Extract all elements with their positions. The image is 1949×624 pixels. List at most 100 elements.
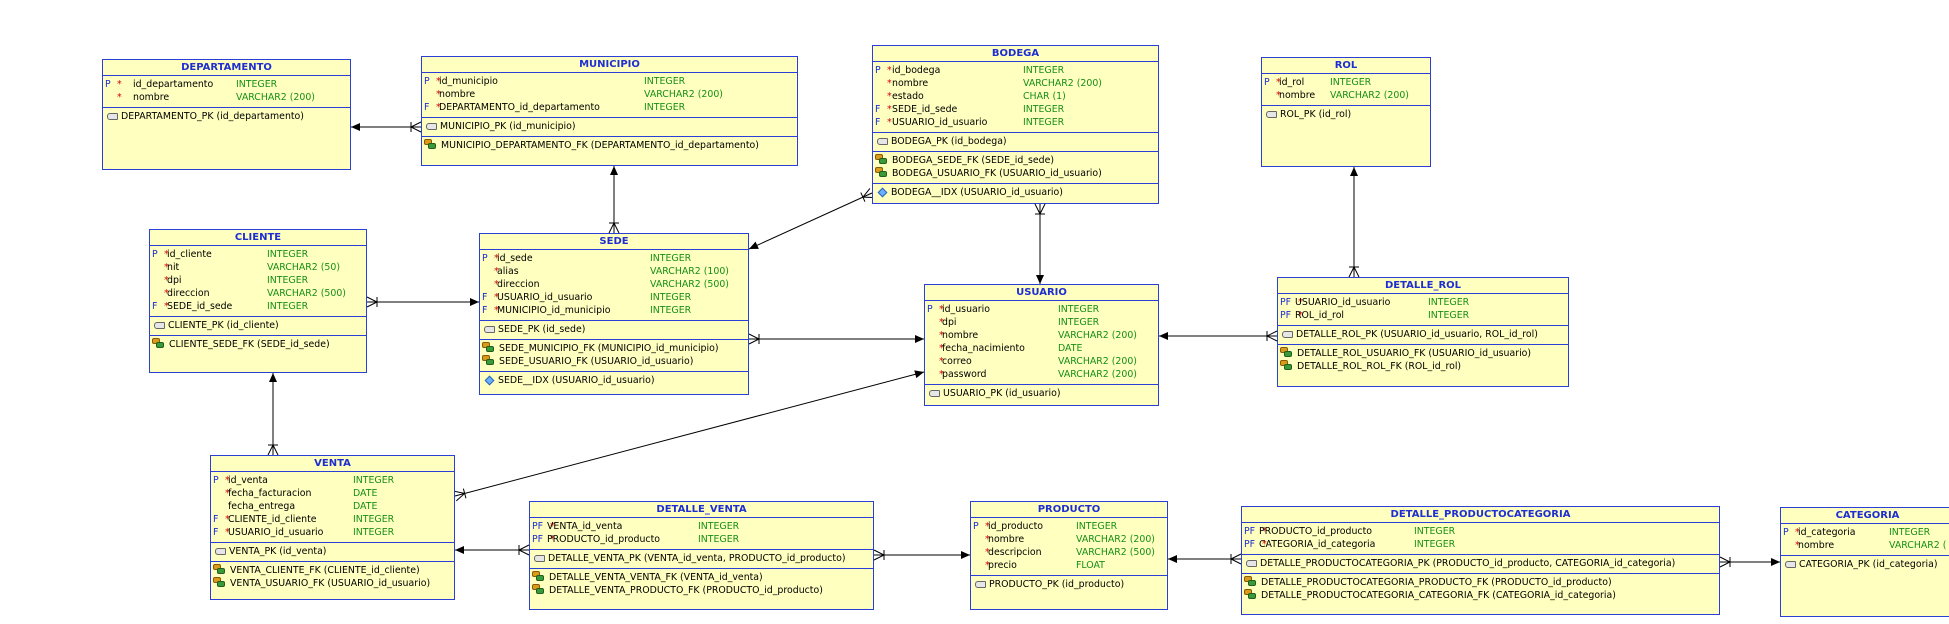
column-flag: P [105,79,111,90]
relationship-venta-to-usuario [453,370,925,502]
foreign-keys-section: DETALLE_PRODUCTOCATEGORIA_PRODUCTO_FK (P… [1242,574,1719,605]
crows-foot [1719,556,1732,568]
column-name: direccion [497,279,540,290]
relationship-bodega-to-sede [748,188,875,250]
index-text: BODEGA__IDX (USUARIO_id_usuario) [891,187,1063,198]
crows-foot [453,488,467,502]
table-title: USUARIO [925,285,1158,301]
column-name: USUARIO_id_usuario [228,527,324,538]
foreign-key-row: VENTA_CLIENTE_FK (CLIENTE_id_cliente) [211,564,454,577]
arrowhead [470,298,479,306]
column-name: nombre [1798,540,1835,551]
required-mark: * [225,475,230,486]
foreign-keys-section: DETALLE_ROL_USUARIO_FK (USUARIO_id_usuar… [1278,345,1568,376]
required-mark: * [436,76,441,87]
key-icon [215,546,226,553]
primary-key-row: DETALLE_ROL_PK (USUARIO_id_usuario, ROL_… [1278,328,1568,341]
crows-foot [860,188,875,202]
column-name: nombre [892,78,929,89]
primary-key-text: DEPARTAMENTO_PK (id_departamento) [121,111,304,122]
fk-icon [215,565,227,575]
primary-key-row: SEDE_PK (id_sede) [480,323,748,336]
foreign-keys-section: DETALLE_VENTA_VENTA_FK (VENTA_id_venta)D… [530,569,873,600]
table-title: DETALLE_ROL [1278,278,1568,294]
foreign-key-text: SEDE_USUARIO_FK (USUARIO_id_usuario) [499,356,694,367]
column-type: INTEGER [1414,539,1456,550]
column-flag: PF [1244,539,1256,550]
primary-key-text: USUARIO_PK (id_usuario) [943,388,1061,399]
column-type: INTEGER [1076,521,1118,532]
primary-key-text: BODEGA_PK (id_bodega) [891,136,1007,147]
key-icon [534,553,545,560]
relationship-detalle_venta-to-producto [873,549,970,561]
required-mark: * [939,369,944,380]
key-icon [1266,109,1277,116]
column-name: USUARIO_id_usuario [1295,297,1391,308]
column-flag: F [875,104,881,115]
keys-section: CLIENTE_PK (id_cliente) [150,317,366,336]
table-title: DETALLE_PRODUCTOCATEGORIA [1242,507,1719,523]
arrowhead [914,370,924,379]
column-name: alias [497,266,519,277]
foreign-keys-section: SEDE_MUNICIPIO_FK (MUNICIPIO_id_municipi… [480,340,748,372]
required-mark: * [494,279,499,290]
key-icon [484,324,495,331]
relationship-sede-to-municipio [608,166,620,234]
relationship-detalle_productocategoria-to-categoria [1719,556,1780,568]
column-type: INTEGER [650,253,692,264]
column-flag: PF [1280,310,1292,321]
relationship-cliente-to-sede [366,296,479,308]
required-mark: * [1262,539,1267,550]
foreign-key-text: DETALLE_VENTA_VENTA_FK (VENTA_id_venta) [549,572,763,583]
keys-section: DEPARTAMENTO_PK (id_departamento) [103,108,350,126]
column-type: INTEGER [353,514,395,525]
column-type: VARCHAR2 (200) [644,89,723,100]
column-type: INTEGER [698,521,740,532]
column-type: INTEGER [267,249,309,260]
primary-key-row: DETALLE_PRODUCTOCATEGORIA_PK (PRODUCTO_i… [1242,557,1719,570]
column-name: id_producto [988,521,1044,532]
foreign-key-row: DETALLE_VENTA_PRODUCTO_FK (PRODUCTO_id_p… [530,584,873,597]
column-flag: PF [532,521,544,532]
column-name: dpi [942,317,957,328]
column-name: fecha_facturacion [228,488,312,499]
column-name: id_rol [1279,77,1305,88]
arrowhead [1350,167,1358,176]
index-row: SEDE__IDX (USUARIO_id_usuario) [480,374,748,387]
primary-key-text: CATEGORIA_PK (id_categoria) [1799,559,1938,570]
table-title: DEPARTAMENTO [103,60,350,76]
column-name: nombre [439,89,476,100]
column-flag: PF [1280,297,1292,308]
relationship-detalle_rol-to-rol [1348,167,1360,278]
keys-section: DETALLE_ROL_PK (USUARIO_id_usuario, ROL_… [1278,326,1568,345]
required-mark: * [985,547,990,558]
foreign-key-row: DETALLE_PRODUCTOCATEGORIA_PRODUCTO_FK (P… [1242,576,1719,589]
indexes-section: SEDE__IDX (USUARIO_id_usuario) [480,372,748,390]
required-mark: * [887,91,892,102]
